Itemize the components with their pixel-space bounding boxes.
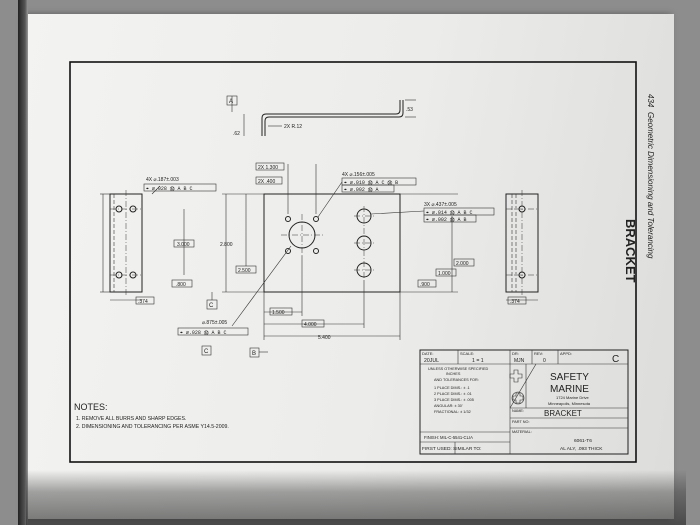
bend-radius-label: 2X R.12 bbox=[284, 124, 302, 130]
tb-address-1: 1724 Marine Drive bbox=[556, 395, 589, 400]
tb-name-value: BRACKET bbox=[544, 409, 582, 418]
page-shadow bbox=[26, 470, 686, 525]
tb-material-label: MATERIAL: bbox=[512, 430, 532, 434]
datum-b-label: B bbox=[252, 351, 256, 357]
book-title: Geometric Dimensioning and Tolerancing bbox=[646, 112, 655, 259]
book-page: 434 Geometric Dimensioning and Toleranci… bbox=[26, 14, 674, 519]
tb-tol-line-2: 2 PLACE DIMS.: ± .01 bbox=[434, 392, 472, 396]
title-block: DATE: 20JUL SCALE: 1 = 1 DR: MJN REV: 0 … bbox=[419, 349, 629, 455]
datum-a-flag bbox=[226, 95, 238, 106]
holes-4x-156-label: 4X ⌀.156±.005 bbox=[342, 172, 375, 178]
box-2x-1300: 2X 1.300 bbox=[258, 165, 278, 171]
tb-date-label: DATE: bbox=[422, 351, 433, 356]
dim-3000: 3.000 bbox=[177, 242, 190, 248]
dim-2000: 2.000 bbox=[456, 261, 469, 267]
note-1: 1. REMOVE ALL BURRS AND SHARP EDGES. bbox=[76, 416, 186, 422]
left-side-view: 3.000 .800 .374 4X ⌀.187±.003 ⌖ ⌀.028 Ⓜ … bbox=[100, 177, 217, 305]
hole-875-fcf: ⌖ ⌀.028 Ⓜ A B C bbox=[180, 330, 227, 336]
drawing-border bbox=[69, 61, 637, 463]
holes-4x-156-fcf2: ⌖ ⌀.002 Ⓜ A bbox=[344, 187, 379, 193]
hole-875-label: ⌀.875±.005 bbox=[202, 320, 227, 326]
tb-tol-head3: AND TOLERANCES FOR: bbox=[434, 378, 479, 382]
tb-scale-label: SCALE: bbox=[460, 351, 474, 356]
top-profile-view: A .62 .53 2X R.12 bbox=[226, 95, 416, 137]
tb-material-1: 6061-T6 bbox=[574, 438, 592, 444]
holes-3x-437-fcf2: ⌖ ⌀.002 Ⓜ A B bbox=[426, 217, 467, 223]
tb-dr-value: MJN bbox=[514, 358, 525, 364]
book-binding bbox=[18, 0, 28, 525]
dim-374-left: .374 bbox=[138, 299, 148, 305]
dim-1500: 1.500 bbox=[272, 310, 285, 316]
dim-374-right: .374 bbox=[510, 299, 520, 305]
tb-material-2: AL ALY, .093 THICK bbox=[560, 446, 603, 452]
running-head: 434 Geometric Dimensioning and Toleranci… bbox=[646, 94, 655, 259]
tb-tol-line-4: ANGULAR: ± 30' bbox=[434, 404, 463, 408]
dim-53: .53 bbox=[406, 107, 413, 113]
tb-scale-value: 1 = 1 bbox=[472, 358, 484, 364]
box-2x-400: 2X .400 bbox=[258, 179, 275, 185]
holes-4x-187-label: 4X ⌀.187±.003 bbox=[146, 177, 179, 183]
tb-appd-label: APPD: bbox=[560, 351, 572, 356]
dim-4000: 4.000 bbox=[304, 322, 317, 328]
cross-logo-icon bbox=[509, 369, 525, 405]
tb-company-2: MARINE bbox=[550, 384, 589, 395]
drawing-sheet: 434 Geometric Dimensioning and Toleranci… bbox=[69, 61, 655, 463]
right-side-view: .374 bbox=[505, 190, 539, 305]
tb-tol-line-3: 3 PLACE DIMS.: ± .005 bbox=[434, 398, 474, 402]
page-number: 434 bbox=[646, 94, 655, 108]
tb-address-2: Minneapolis, Minnesota bbox=[548, 401, 591, 406]
dim-62: .62 bbox=[233, 131, 240, 137]
chapter-title-group: BRACKET bbox=[623, 219, 638, 283]
front-view: 2X 1.300 2X .400 4X ⌀.156±.005 ⌖ ⌀.010 Ⓜ… bbox=[177, 162, 495, 358]
datum-a-label: A bbox=[229, 99, 233, 105]
datum-c-label: C bbox=[209, 303, 214, 309]
datum-d-flag: C bbox=[204, 349, 209, 355]
dim-900: .900 bbox=[420, 282, 430, 288]
dim-1000: 1.000 bbox=[438, 271, 451, 277]
tb-tol-line-5: FRACTIONAL: ± 1/32 bbox=[434, 410, 471, 414]
notes: NOTES: 1. REMOVE ALL BURRS AND SHARP EDG… bbox=[74, 402, 229, 430]
tb-rev-label: REV: bbox=[534, 351, 543, 356]
tb-rev-value: 0 bbox=[543, 358, 546, 364]
tb-tol-line-1: 1 PLACE DIMS.: ± .1 bbox=[434, 386, 470, 390]
tb-first-used: FIRST USED: SIMILAR TO: bbox=[422, 446, 481, 452]
dim-800: .800 bbox=[176, 282, 186, 288]
dim-2800: 2.800 bbox=[220, 242, 233, 248]
tb-size-letter: C bbox=[612, 354, 619, 365]
tb-company-1: SAFETY bbox=[550, 372, 589, 383]
tb-dr-label: DR: bbox=[512, 351, 519, 356]
tb-date-value: 20JUL bbox=[424, 358, 439, 364]
tb-finish: FINISH: MIL-C-5541-CLIA bbox=[424, 435, 473, 440]
dim-2500: 2.500 bbox=[238, 268, 251, 274]
tb-partno-label: PART NO: bbox=[512, 420, 530, 424]
tb-tol-head1: UNLESS OTHERWISE SPECIFIED bbox=[428, 367, 489, 371]
tb-tol-head2: INCHES bbox=[446, 372, 461, 376]
holes-4x-156-fcf1: ⌖ ⌀.010 Ⓜ A C Ⓜ B bbox=[344, 180, 398, 186]
holes-4x-187-fcf: ⌖ ⌀.028 Ⓜ A B C bbox=[146, 186, 193, 192]
chapter-title: BRACKET bbox=[623, 219, 638, 283]
tb-name-label: NAME: bbox=[512, 409, 524, 413]
note-2: 2. DIMENSIONING AND TOLERANCING PER ASME… bbox=[76, 424, 229, 430]
holes-3x-437-fcf1: ⌖ ⌀.014 Ⓜ A B C bbox=[426, 210, 473, 216]
dim-5400: 5.400 bbox=[318, 335, 331, 341]
holes-3x-437-label: 3X ⌀.437±.005 bbox=[424, 202, 457, 208]
notes-heading: NOTES: bbox=[74, 402, 108, 412]
